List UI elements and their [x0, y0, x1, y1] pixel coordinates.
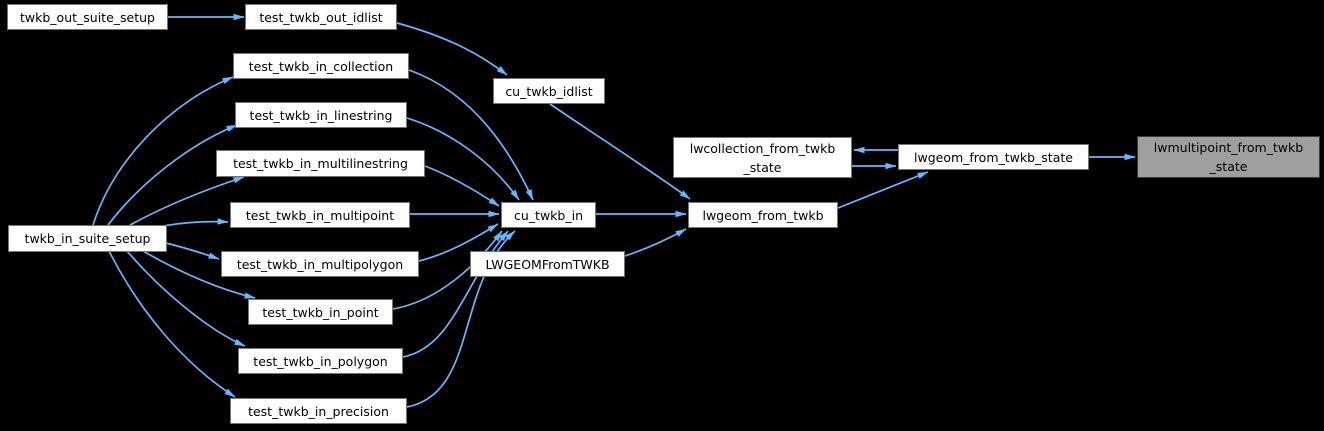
edge-in-suite-to-linestring: [107, 124, 238, 226]
edge-cu-twkb-idlist-to-lwgeom-from-twkb: [549, 103, 691, 200]
node-cu-twkb-in[interactable]: cu_twkb_in: [501, 202, 596, 228]
node-lwgeomfromtwkb[interactable]: LWGEOMFromTWKB: [470, 251, 625, 277]
node-test-twkb-in-precision[interactable]: test_twkb_in_precision: [230, 398, 407, 424]
edge-point-to-cu-twkb-in: [392, 230, 503, 310]
node-lwgeom-from-twkb[interactable]: lwgeom_from_twkb: [688, 202, 838, 228]
edge-in-suite-to-collection: [92, 76, 234, 226]
node-test-twkb-in-multipoint[interactable]: test_twkb_in_multipoint: [230, 202, 410, 228]
node-twkb-in-suite-setup[interactable]: twkb_in_suite_setup: [8, 225, 167, 252]
edge-in-suite-to-precision: [108, 250, 236, 398]
node-lwcollection-from-twkb-state[interactable]: lwcollection_from_twkb _state: [673, 137, 852, 178]
node-twkb-out-suite-setup[interactable]: twkb_out_suite_setup: [7, 4, 168, 30]
edge-lwgeom-from-twkb-to-state: [837, 171, 929, 209]
node-lwmultipoint-from-twkb-state: lwmultipoint_from_twkb _state: [1137, 136, 1320, 178]
edge-in-suite-to-multipolygon: [165, 242, 220, 260]
node-cu-twkb-idlist[interactable]: cu_twkb_idlist: [493, 78, 605, 104]
edge-linestring-to-cu-twkb-in: [406, 117, 520, 201]
edge-multipolygon-to-cu-twkb-in: [418, 223, 499, 262]
node-test-twkb-in-collection[interactable]: test_twkb_in_collection: [233, 53, 409, 79]
node-test-twkb-out-idlist[interactable]: test_twkb_out_idlist: [245, 4, 397, 30]
edge-collection-to-cu-twkb-in: [408, 69, 534, 201]
node-test-twkb-in-polygon[interactable]: test_twkb_in_polygon: [238, 348, 403, 374]
edge-in-suite-to-multipoint: [162, 218, 229, 227]
edge-lwgeomfromtwkb-to-lwgeom-from-twkb: [624, 228, 687, 257]
edge-in-suite-to-polygon: [126, 250, 246, 347]
edge-in-suite-to-point: [142, 250, 256, 299]
edge-multilinestring-to-cu-twkb-in: [424, 165, 500, 207]
edge-in-suite-to-multilinestring: [129, 176, 245, 226]
edge-out-idlist-to-cu-twkb-idlist: [396, 22, 508, 76]
node-test-twkb-in-linestring[interactable]: test_twkb_in_linestring: [235, 102, 407, 128]
node-test-twkb-in-point[interactable]: test_twkb_in_point: [248, 299, 393, 325]
edge-polygon-to-cu-twkb-in: [402, 230, 509, 358]
node-test-twkb-in-multipolygon[interactable]: test_twkb_in_multipolygon: [221, 251, 419, 277]
node-test-twkb-in-multilinestring[interactable]: test_twkb_in_multilinestring: [216, 150, 425, 177]
node-lwgeom-from-twkb-state[interactable]: lwgeom_from_twkb_state: [898, 144, 1089, 170]
